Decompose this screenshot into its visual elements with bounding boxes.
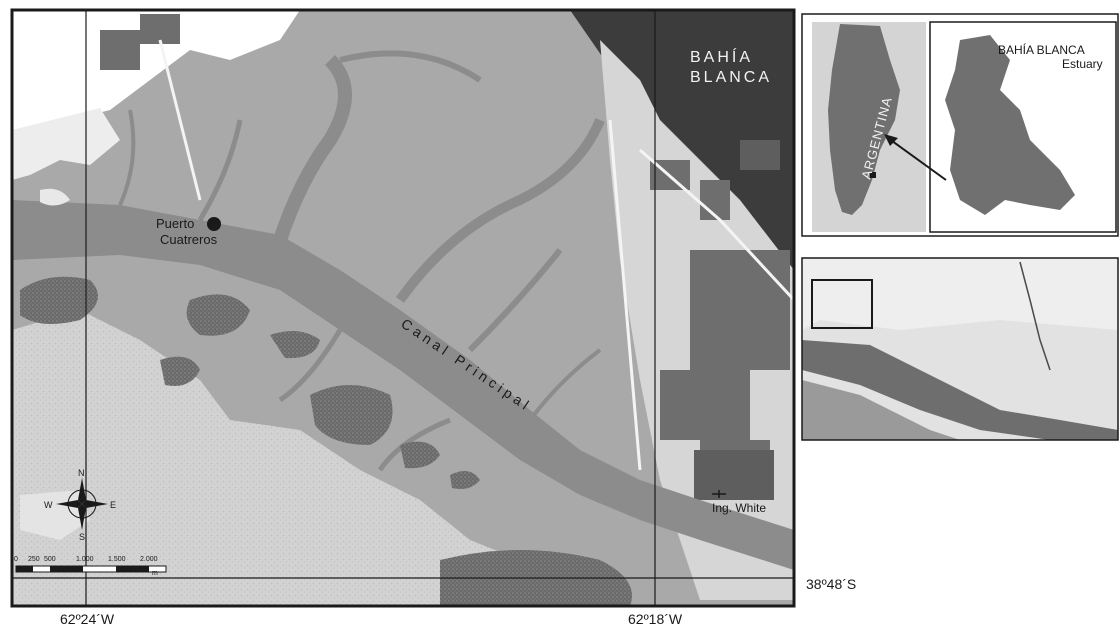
- compass-n: N: [78, 468, 85, 478]
- overview-river: [1019, 261, 1051, 371]
- estuary-label: Estuary: [1062, 57, 1103, 71]
- urban-block: [100, 30, 140, 70]
- study-area-rectangle: [811, 279, 873, 329]
- locator-arrowhead: [884, 134, 898, 146]
- road: [608, 119, 642, 471]
- main-channel: [12, 200, 794, 570]
- ing-white-marker: [712, 490, 726, 498]
- tidal-channel: [273, 55, 352, 243]
- marsh-patch: [40, 188, 70, 206]
- compass-rose: N S E W: [44, 468, 116, 542]
- scale-tick: 0: [14, 556, 18, 563]
- overview-land: [802, 258, 1118, 330]
- marsh-patch: [310, 385, 393, 445]
- lon-left-label: 62º24´W: [60, 611, 115, 627]
- argentina-shape: [828, 24, 900, 215]
- tidal-flat-area: [12, 310, 560, 606]
- marsh-patch: [186, 294, 250, 336]
- urban-block: [694, 450, 774, 500]
- overview-marsh: [802, 380, 960, 440]
- scale-unit: m: [152, 570, 158, 577]
- upland-area: [12, 108, 120, 180]
- scale-tick: 1.500: [108, 556, 126, 563]
- urban-block: [740, 140, 780, 170]
- port-label: Cuatreros: [160, 232, 218, 247]
- urban-block: [660, 370, 750, 440]
- compass-s: S: [79, 532, 85, 542]
- marsh-patch: [400, 441, 440, 469]
- tidal-channel: [278, 328, 343, 403]
- locator-arrow: [887, 137, 947, 181]
- estuary-location-marker: [870, 172, 876, 178]
- road: [639, 148, 794, 302]
- marsh-patch: [20, 276, 98, 324]
- location-inset: ARGENTINA BAHÍA BLANCA Estuary: [802, 14, 1118, 236]
- tidal-channel: [528, 348, 602, 422]
- overview-channel: [802, 340, 1118, 440]
- scale-tick: 250: [28, 556, 40, 563]
- city-label: BAHÍA: [690, 47, 753, 66]
- compass-e: E: [110, 500, 116, 510]
- scale-bar: 0 250 500 1.000 1.500 2.000 m: [14, 556, 167, 577]
- estuary-shape: [945, 35, 1075, 215]
- marsh-patch: [160, 356, 200, 386]
- urban-block: [700, 180, 730, 220]
- ing-white-label: Ing. White: [712, 501, 766, 515]
- tidal-channel: [197, 119, 243, 222]
- scale-tick: 1.000: [76, 556, 94, 563]
- mainland-area: [12, 10, 300, 130]
- estuary-label: BAHÍA BLANCA: [998, 42, 1085, 57]
- marsh-patch: [270, 331, 320, 359]
- port-marker: [207, 217, 221, 231]
- urban-block: [140, 14, 180, 44]
- overview-inset-frame: [801, 257, 1119, 441]
- lat-label: 38º48´S: [806, 576, 856, 592]
- location-inset-frame: [801, 13, 1119, 237]
- compass-north-arrow: [78, 478, 86, 504]
- compass-w: W: [44, 500, 53, 510]
- main-map-frame: [10, 8, 796, 608]
- lon-right-label: 62º18´W: [628, 611, 683, 627]
- tidal-channel: [377, 417, 451, 472]
- overview-inset: [802, 258, 1118, 440]
- road: [158, 39, 202, 201]
- city-label: BLANCA: [690, 69, 772, 86]
- tidal-channel: [339, 50, 482, 83]
- marsh-patch: [450, 471, 480, 489]
- port-label: Puerto: [156, 216, 194, 231]
- scale-tick: 500: [44, 556, 56, 563]
- scale-tick: 2.000: [140, 556, 158, 563]
- tidal-channel: [467, 248, 563, 353]
- urban-block: [690, 250, 790, 370]
- main-map: BAHÍA BLANCA Puerto Cuatreros Canal Prin…: [12, 10, 794, 606]
- tidal-channel: [395, 118, 605, 303]
- tidal-channel: [118, 109, 136, 206]
